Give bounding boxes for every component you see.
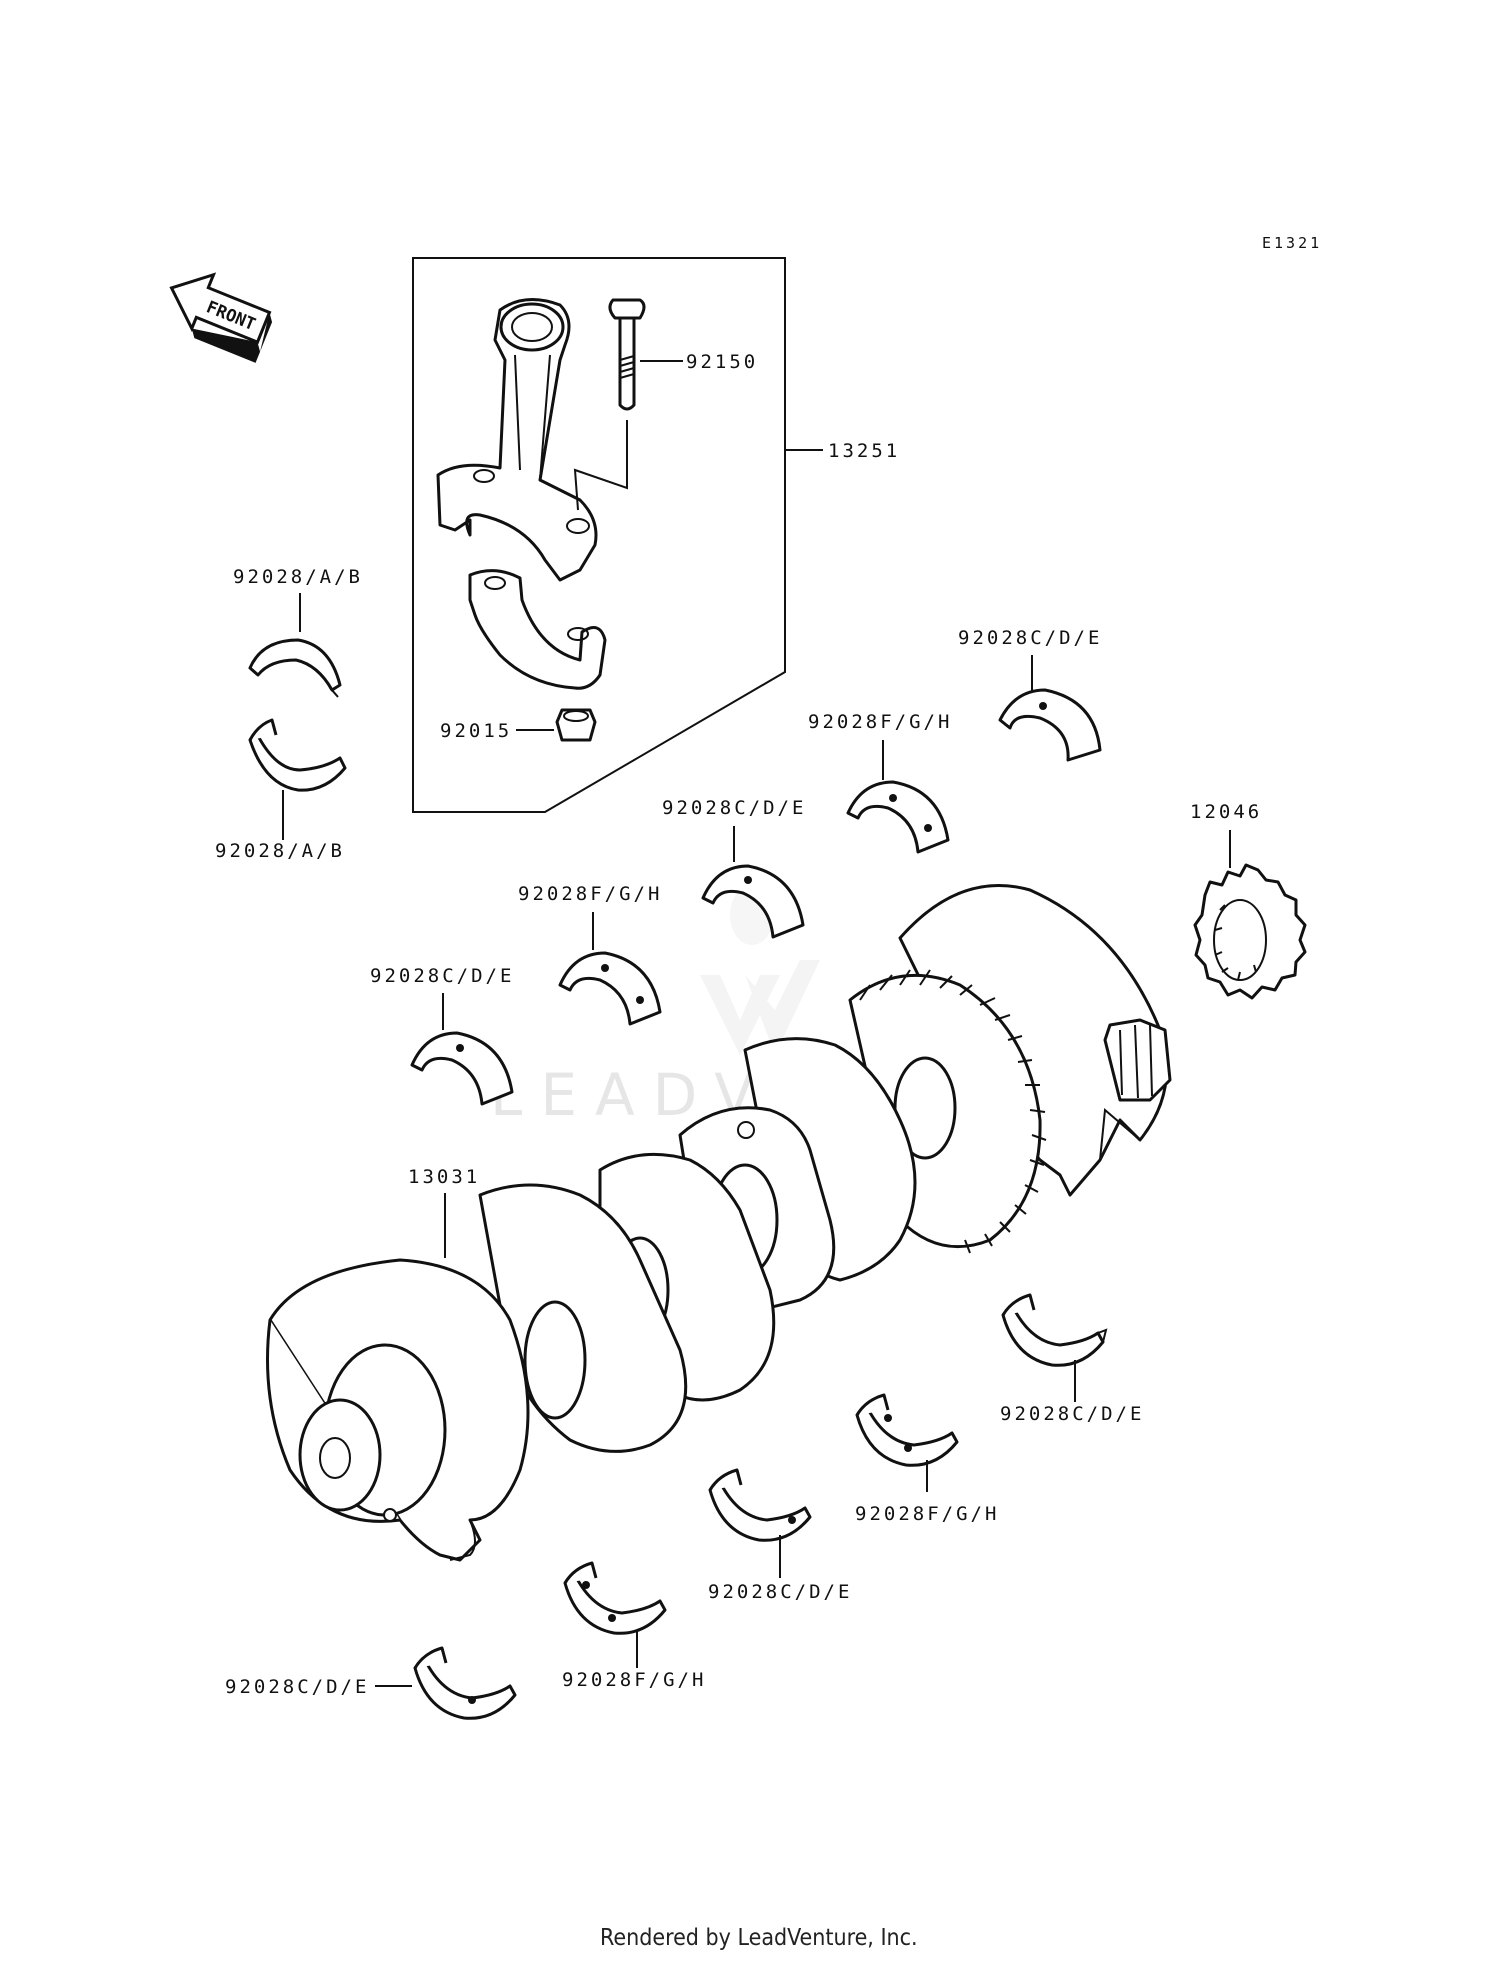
rod-nut	[555, 708, 597, 742]
footer-credit: Rendered by LeadVenture, Inc.	[600, 1925, 918, 1951]
callout-92028ab-lower: 92028/A/B	[215, 840, 345, 862]
main-bearing-fgh-2	[558, 951, 662, 1026]
callout-13251: 13251	[828, 440, 900, 462]
main-bearing-cde-1	[998, 688, 1102, 762]
main-bearing-cde-6	[413, 1646, 517, 1720]
rod-bearing-upper	[248, 638, 342, 698]
main-bearing-cde-2	[701, 864, 805, 939]
connecting-rod-box	[412, 257, 786, 813]
callout-92150: 92150	[686, 351, 758, 373]
callout-92028fgh-2: 92028F/G/H	[518, 883, 662, 905]
rod-bolt	[608, 298, 646, 411]
callout-92028cde-3: 92028C/D/E	[370, 965, 514, 987]
main-bearing-fgh-3	[855, 1393, 959, 1467]
watermark-logo	[700, 885, 820, 1055]
callout-92028cde-2: 92028C/D/E	[662, 797, 806, 819]
main-bearing-cde-3	[410, 1031, 514, 1106]
crankshaft	[266, 883, 1172, 1562]
callout-92028cde-4: 92028C/D/E	[1000, 1403, 1144, 1425]
callout-92028fgh-3: 92028F/G/H	[855, 1503, 999, 1525]
callout-92028fgh-4: 92028F/G/H	[562, 1669, 706, 1691]
callout-92028cde-1: 92028C/D/E	[958, 627, 1102, 649]
diagram-code: E1321	[1262, 234, 1322, 252]
callout-92015: 92015	[440, 720, 512, 742]
rod-cap	[468, 569, 607, 690]
callout-92028cde-5: 92028C/D/E	[708, 1581, 852, 1603]
rod-bearing-lower	[248, 718, 347, 792]
main-bearing-fgh-1	[846, 780, 950, 854]
callout-92028fgh-1: 92028F/G/H	[808, 711, 952, 733]
main-bearing-cde-4	[1001, 1293, 1108, 1367]
callout-92028cde-6: 92028C/D/E	[225, 1676, 369, 1698]
connecting-rod	[436, 298, 598, 582]
main-bearing-fgh-4	[563, 1561, 667, 1635]
front-arrow-icon: FRONT	[169, 272, 273, 363]
main-bearing-cde-5	[708, 1468, 812, 1542]
callout-12046: 12046	[1190, 801, 1262, 823]
callout-13031: 13031	[408, 1166, 480, 1188]
bolt-leader-path	[573, 420, 628, 511]
sprocket-gear	[1193, 863, 1307, 1000]
callout-92028ab-upper: 92028/A/B	[233, 566, 363, 588]
